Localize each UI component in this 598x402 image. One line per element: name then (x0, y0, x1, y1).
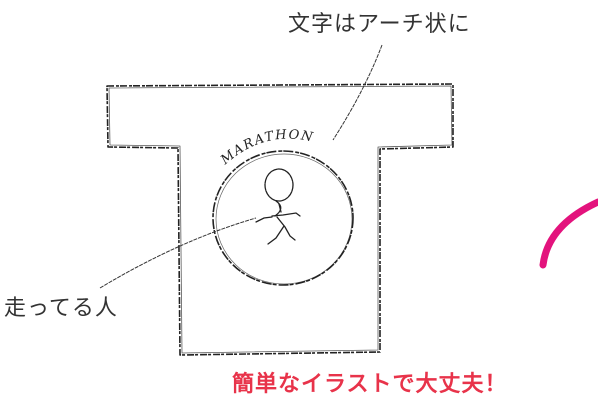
accent-brush-stroke (539, 198, 598, 269)
arch-text-note: 文字はアーチ状に (288, 12, 471, 37)
runner-figure (255, 168, 301, 245)
chest-arch-textpath: MARATHON (217, 127, 313, 168)
runner-leader-line (99, 217, 257, 289)
tshirt-outline (106, 83, 454, 356)
caption-text: 簡単なイラストで大丈夫！ (232, 372, 508, 397)
chest-circle (212, 150, 354, 286)
arch-leader-line (332, 44, 383, 141)
chest-arch-text: MARATHON (217, 127, 315, 168)
runner-note: 走ってる人 (4, 296, 118, 321)
tshirt-outline-echo (108, 85, 453, 354)
